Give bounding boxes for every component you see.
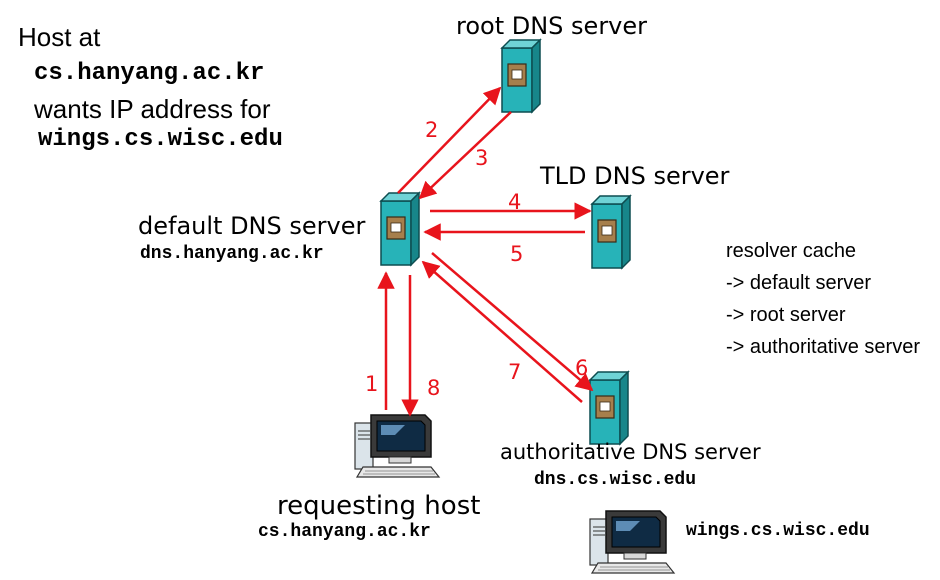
target-host-name: wings.cs.wisc.edu bbox=[686, 521, 870, 541]
step-number-1: 1 bbox=[365, 372, 379, 396]
requesting-host-name: cs.hanyang.ac.kr bbox=[258, 522, 431, 542]
intro-source-host: cs.hanyang.ac.kr bbox=[34, 60, 265, 87]
authoritative-server-label: authoritative DNS server bbox=[500, 440, 761, 464]
root-server-label: root DNS server bbox=[456, 12, 648, 40]
requesting-host-label: requesting host bbox=[277, 491, 481, 521]
authoritative-server-icon bbox=[589, 371, 629, 445]
default-server-label: default DNS server bbox=[138, 212, 366, 240]
resolver-cache-item: -> root server bbox=[726, 304, 846, 326]
query-arrows bbox=[377, 86, 594, 417]
step-number-4: 4 bbox=[508, 190, 522, 214]
step-number-7: 7 bbox=[508, 360, 522, 384]
default-server-icon bbox=[380, 192, 420, 266]
intro-line-3: wants IP address for bbox=[34, 94, 271, 124]
arrow-3 bbox=[418, 111, 512, 200]
step-number-3: 3 bbox=[475, 146, 489, 170]
tld-server-label: TLD DNS server bbox=[540, 162, 730, 190]
default-server-host: dns.hanyang.ac.kr bbox=[140, 244, 324, 264]
arrow-6 bbox=[431, 252, 594, 392]
intro-target-host: wings.cs.wisc.edu bbox=[38, 126, 283, 153]
step-number-6: 6 bbox=[575, 356, 589, 380]
arrow-2 bbox=[397, 86, 502, 194]
authoritative-server-host: dns.cs.wisc.edu bbox=[534, 470, 697, 490]
target-host-computer-icon bbox=[589, 510, 675, 574]
root-server-icon bbox=[501, 39, 541, 113]
intro-line-1: Host at bbox=[18, 22, 101, 52]
step-number-8: 8 bbox=[427, 376, 441, 400]
step-number-2: 2 bbox=[425, 118, 439, 142]
arrow-7 bbox=[421, 260, 583, 403]
tld-server-icon bbox=[591, 195, 631, 269]
resolver-cache-title: resolver cache bbox=[726, 240, 857, 262]
resolver-cache-item: -> authoritative server bbox=[726, 336, 920, 358]
resolver-cache-item: -> default server bbox=[726, 272, 872, 294]
requesting-host-computer-icon bbox=[354, 414, 440, 478]
step-number-5: 5 bbox=[510, 242, 524, 266]
